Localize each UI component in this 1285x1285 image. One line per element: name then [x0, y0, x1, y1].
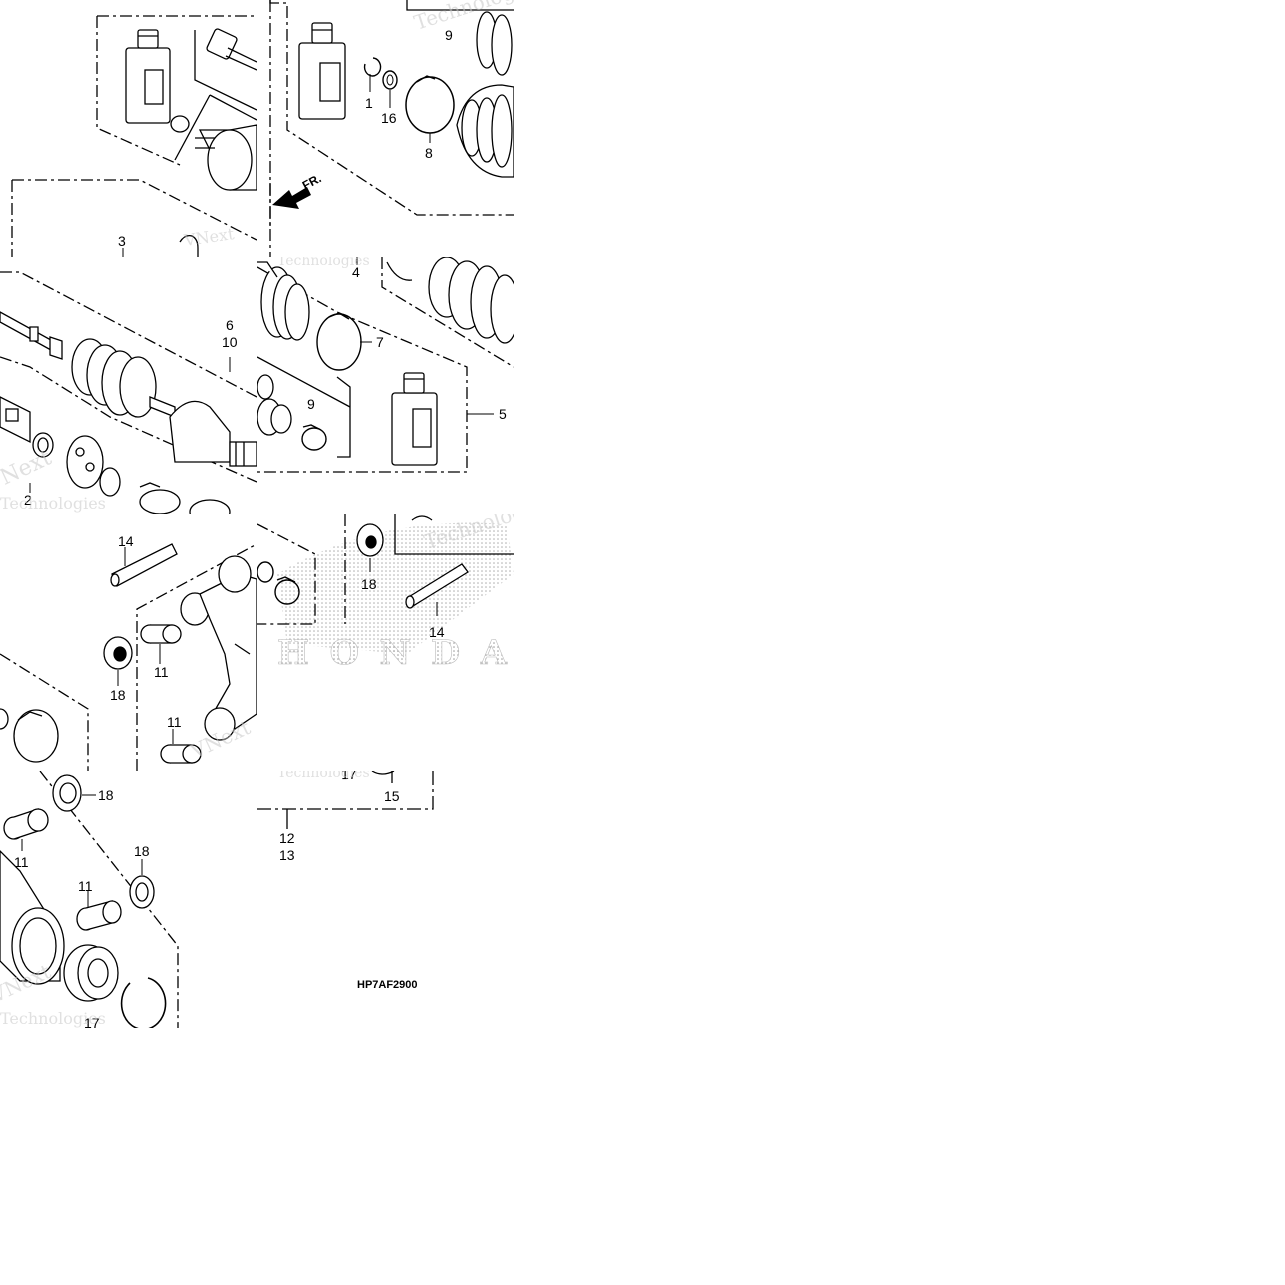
pivot-pipe-icon	[110, 543, 178, 587]
drive-shaft-icon	[0, 311, 257, 467]
grease-bottle-icon	[391, 372, 438, 466]
cv-boot-icon	[456, 84, 514, 178]
boot-band-icon	[405, 76, 455, 134]
diagram-tile-middle-right: 4 7 9 5 Technologies	[257, 257, 514, 514]
spider-joint-icon	[0, 396, 231, 514]
tile-top-left-drawing: 3 VNext	[11, 15, 257, 257]
collar-icon	[140, 624, 182, 644]
callout-10: 10	[222, 334, 238, 350]
diagram-tile-top-left: 3 VNext	[0, 0, 257, 257]
snap-ring-icon	[120, 977, 167, 1028]
cv-boot-icon	[257, 261, 310, 341]
watermark-text: Technologies	[277, 771, 370, 781]
diagram-tile-middle-left: 6 10 2 VNext Technologies	[0, 257, 257, 514]
diagram-tile-bottom-left: 18 11 18 11 17 VNext Technologies	[0, 771, 257, 1028]
callout-9: 9	[445, 27, 453, 43]
boot-band-icon	[0, 708, 59, 763]
logo-watermark-shape	[277, 522, 514, 654]
callout-4: 4	[352, 264, 360, 280]
callout-18: 18	[98, 787, 114, 803]
tile-bottom-left-drawing: 18 11 18 11 17 VNext Technologies	[0, 771, 179, 1028]
watermark-text: VNext	[182, 224, 236, 250]
spline-shaft-icon	[206, 28, 257, 71]
callout-6: 6	[226, 317, 234, 333]
diagram-code: HP7AF2900	[357, 979, 418, 991]
callout-1: 1	[365, 95, 373, 111]
callout-5: 5	[499, 406, 507, 422]
clamp-icon	[257, 561, 300, 605]
callout-2: 2	[24, 492, 32, 508]
grease-bottle-icon	[298, 22, 346, 120]
diagram-tile-row3-left: 14 11 18 11 VNext	[0, 514, 257, 771]
cv-joint-icon	[195, 124, 257, 191]
callout-18: 18	[134, 843, 150, 859]
callout-18: 18	[110, 687, 126, 703]
callout-18: 18	[361, 576, 377, 592]
clamp-icon	[301, 424, 327, 451]
diagram-tile-row3-middle: HONDA	[257, 514, 514, 771]
callout-11: 11	[167, 714, 182, 730]
oil-seal-icon	[52, 774, 82, 812]
bearing-icon	[63, 944, 119, 1002]
callout-14: 14	[118, 533, 134, 549]
callout-17: 17	[341, 771, 357, 782]
diagram-tile-top-middle: FR. 1 16 8 9 Technologies	[257, 0, 514, 257]
callout-12: 12	[279, 830, 295, 846]
collar-icon	[3, 808, 49, 840]
callout-13: 13	[279, 847, 295, 863]
front-direction-arrow-icon: FR.	[272, 171, 323, 209]
boot-band-icon	[316, 312, 362, 371]
callout-11: 11	[78, 878, 93, 894]
callout-7: 7	[376, 334, 384, 350]
callout-14: 14	[429, 624, 445, 640]
hub-housing-icon	[0, 850, 65, 985]
watermark-text: Technologies	[277, 257, 370, 269]
tile-row3-left-drawing: 14 11 18 11 VNext	[0, 533, 257, 771]
callout-15: 15	[384, 788, 400, 804]
cv-boot-icon-upper	[476, 11, 513, 76]
callout-17: 17	[84, 1015, 100, 1028]
tile-top-middle-drawing: FR. 1 16 8 9 Technologies	[269, 0, 514, 257]
diagram-tile-bottom-middle: 17 15 12 13 HP7AF2900 Technologies	[257, 771, 514, 1028]
callout-9: 9	[307, 396, 315, 412]
watermark-text: VNext	[0, 445, 56, 497]
small-boot-icon	[257, 374, 292, 436]
ring-icon	[382, 70, 398, 90]
callout-3: 3	[118, 233, 126, 249]
collar-icon	[160, 744, 202, 764]
snap-ring-icon	[170, 115, 190, 133]
circlip-icon	[363, 57, 382, 77]
oil-seal-icon	[129, 875, 155, 909]
tile-middle-left-drawing: 6 10 2 VNext Technologies	[0, 271, 257, 514]
watermark-text: Technologies	[0, 1009, 106, 1028]
tile-row3-middle-drawing: HONDA	[257, 514, 514, 673]
ring-clip-icon	[179, 234, 199, 257]
callout-11: 11	[154, 664, 169, 680]
oil-seal-icon	[356, 523, 384, 557]
callout-8: 8	[425, 145, 433, 161]
oil-seal-icon	[103, 636, 133, 670]
grease-bottle-icon	[125, 29, 171, 124]
collar-icon	[76, 900, 122, 931]
cv-boot-icon	[386, 257, 514, 344]
callout-11: 11	[14, 854, 29, 870]
callout-16: 16	[381, 110, 397, 126]
watermark-text: Technologies	[0, 494, 106, 513]
tile-bottom-middle-drawing: 17 15 12 13 HP7AF2900 Technologies	[257, 771, 434, 991]
swing-arm-icon	[180, 555, 257, 741]
tile-middle-right-drawing: 4 7 9 5 Technologies	[257, 257, 514, 473]
pivot-pipe-icon	[405, 563, 469, 609]
